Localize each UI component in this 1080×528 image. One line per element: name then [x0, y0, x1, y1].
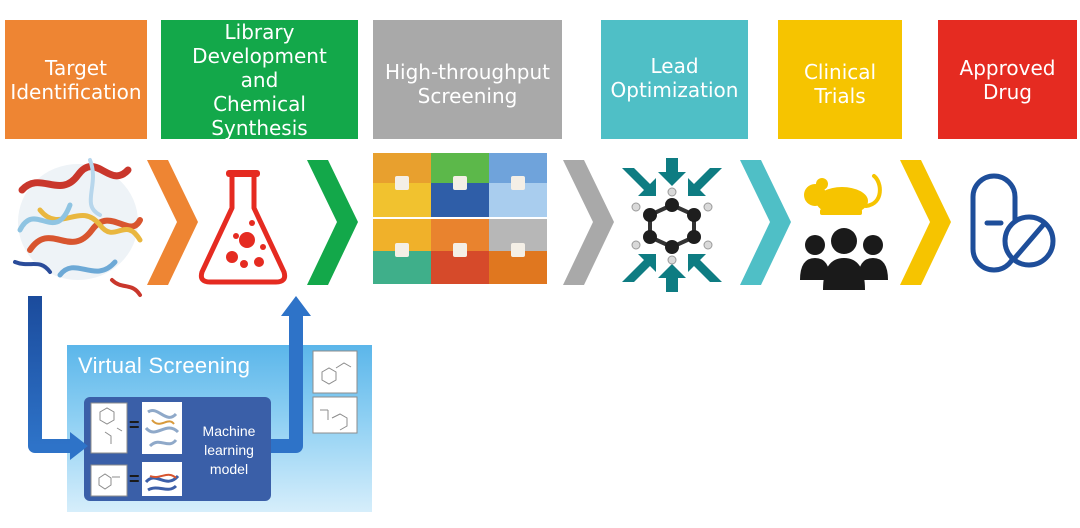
stage-library-development: Library Development and Chemical Synthes… — [161, 19, 358, 140]
protein-thumbnail-icon — [142, 402, 182, 496]
stage-lead-optimization: Lead Optimization — [601, 20, 748, 139]
people-group-icon — [800, 228, 888, 290]
arrow-head-up-icon — [281, 296, 311, 316]
arrow-head-right-icon — [70, 432, 88, 460]
chevron-gray-icon — [563, 160, 614, 285]
protein-structure-icon — [13, 158, 143, 297]
screening-plate-icon — [373, 153, 547, 284]
lab-mouse-icon — [804, 174, 882, 215]
equals-sign: = — [129, 469, 140, 489]
flow-arrow-up — [271, 314, 303, 453]
stage-label: Lead Optimization — [610, 54, 739, 102]
machine-learning-model-label: Machine learning model — [202, 423, 256, 477]
molecule-optimization-icon — [622, 158, 722, 292]
stage-target-identification: Target Identification — [5, 20, 147, 139]
stage-label: Approved Drug — [959, 56, 1056, 104]
stage-label: Clinical Trials — [803, 60, 877, 108]
chevron-green-icon — [307, 160, 358, 285]
pill-capsule-icon — [970, 173, 1056, 273]
stage-approved-drug: Approved Drug — [938, 20, 1077, 139]
stage-label: High-throughput Screening — [385, 60, 550, 108]
flow-arrow-down — [28, 296, 70, 453]
chemical-structure-icon — [90, 350, 358, 497]
stage-label: Library Development and Chemical Synthes… — [192, 19, 327, 140]
stage-label: Target Identification — [10, 55, 142, 104]
chevron-teal-icon — [740, 160, 791, 285]
stage-clinical-trials: Clinical Trials — [778, 20, 902, 139]
stage-high-throughput-screening: High-throughput Screening — [373, 20, 562, 139]
chevron-yellow-icon — [900, 160, 951, 285]
flask-icon — [198, 170, 288, 285]
virtual-screening-title: Virtual Screening — [78, 353, 251, 378]
chevron-orange-icon — [147, 160, 198, 285]
equals-sign: = — [129, 415, 140, 435]
